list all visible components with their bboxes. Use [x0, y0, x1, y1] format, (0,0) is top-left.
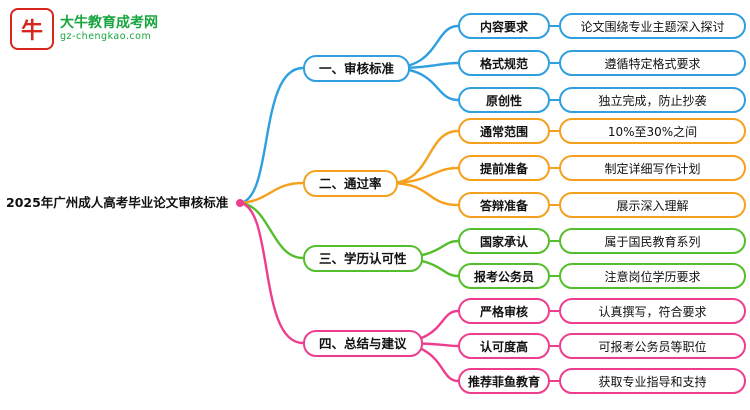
- mindmap-row: 格式规范 遵循特定格式要求: [458, 50, 746, 76]
- topic-node: 通常范围: [458, 118, 550, 144]
- mindmap-row: 严格审核 认真撰写，符合要求: [458, 298, 746, 324]
- mindmap-row: 认可度高 可报考公务员等职位: [458, 333, 746, 359]
- mindmap-row: 答辩准备 展示深入理解: [458, 192, 746, 218]
- connector-line: [550, 129, 559, 133]
- topic-node: 格式规范: [458, 50, 550, 76]
- mindmap-row: 通常范围 10%至30%之间: [458, 118, 746, 144]
- topic-node: 内容要求: [458, 13, 550, 39]
- detail-node: 展示深入理解: [559, 192, 746, 218]
- mindmap-row: 推荐菲鱼教育 获取专业指导和支持: [458, 368, 746, 394]
- branch-node-review-standards: 一、审核标准: [303, 55, 411, 82]
- detail-node: 独立完成，防止抄袭: [559, 87, 746, 113]
- connector-line: [550, 98, 559, 102]
- mindmap-row: 内容要求 论文围绕专业主题深入探讨: [458, 13, 746, 39]
- detail-node: 可报考公务员等职位: [559, 333, 746, 359]
- detail-node: 属于国民教育系列: [559, 228, 746, 254]
- topic-node: 严格审核: [458, 298, 550, 324]
- site-url: gz-chengkao.com: [60, 30, 152, 42]
- connector-line: [550, 24, 559, 28]
- mindmap-row: 原创性 独立完成，防止抄袭: [458, 87, 746, 113]
- connector-line: [550, 274, 559, 278]
- connector-line: [550, 61, 559, 65]
- detail-node: 注意岗位学历要求: [559, 263, 746, 289]
- site-logo: 牛 大牛教育成考网 gz-chengkao.com: [10, 8, 158, 50]
- connector-line: [550, 309, 559, 313]
- logo-text: 大牛教育成考网 gz-chengkao.com: [60, 15, 158, 42]
- detail-node: 认真撰写，符合要求: [559, 298, 746, 324]
- bull-icon: 牛: [10, 8, 54, 50]
- topic-node: 提前准备: [458, 155, 550, 181]
- detail-node: 论文围绕专业主题深入探讨: [559, 13, 746, 39]
- connector-line: [550, 166, 559, 170]
- mindmap-row: 报考公务员 注意岗位学历要求: [458, 263, 746, 289]
- site-name: 大牛教育成考网: [60, 15, 158, 32]
- connector-line: [550, 344, 559, 348]
- root-node: 2025年广州成人高考毕业论文审核标准: [6, 195, 229, 210]
- detail-node: 获取专业指导和支持: [559, 368, 746, 394]
- mindmap-row: 国家承认 属于国民教育系列: [458, 228, 746, 254]
- topic-node: 国家承认: [458, 228, 550, 254]
- topic-node: 答辩准备: [458, 192, 550, 218]
- detail-node: 10%至30%之间: [559, 118, 746, 144]
- topic-node: 认可度高: [458, 333, 550, 359]
- branch-node-recognition: 三、学历认可性: [303, 245, 423, 272]
- connector-line: [550, 239, 559, 243]
- connector-line: [550, 379, 559, 383]
- detail-node: 制定详细写作计划: [559, 155, 746, 181]
- root-dot: [236, 199, 244, 207]
- detail-node: 遵循特定格式要求: [559, 50, 746, 76]
- topic-node: 推荐菲鱼教育: [458, 368, 550, 394]
- mindmap-row: 提前准备 制定详细写作计划: [458, 155, 746, 181]
- topic-node: 原创性: [458, 87, 550, 113]
- branch-node-summary: 四、总结与建议: [303, 330, 423, 357]
- connector-line: [550, 203, 559, 207]
- branch-node-pass-rate: 二、通过率: [303, 170, 398, 197]
- topic-node: 报考公务员: [458, 263, 550, 289]
